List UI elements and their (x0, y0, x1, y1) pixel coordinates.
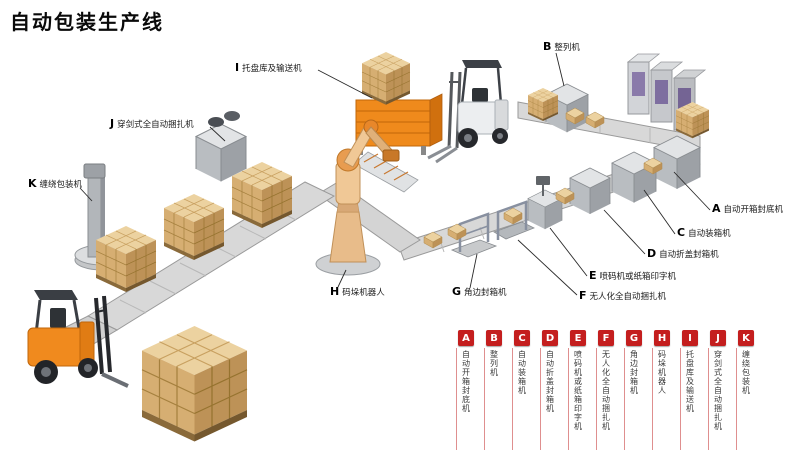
callout-H-letter: H (330, 285, 340, 298)
legend-rule (624, 348, 625, 450)
machine-J-strapper (195, 111, 247, 182)
callout-lines (79, 52, 711, 296)
stack-right-end (675, 101, 710, 139)
machine-F-strapper (493, 200, 535, 240)
callout-K-letter: K (28, 177, 37, 190)
palletizer-robot (315, 119, 400, 276)
legend-item-J: J 穿剑式全自动捆扎机 (704, 330, 732, 454)
forklift-white (427, 60, 509, 164)
callout-F-label: 无人化全自动捆扎机 (589, 292, 667, 302)
legend-rule (484, 348, 485, 450)
legend-item-D: D 自动折盖封箱机 (536, 330, 564, 454)
callout-I-letter: I (235, 61, 240, 74)
legend-rule (540, 348, 541, 450)
callout-J-letter: J (110, 117, 115, 130)
legend-label-I: 托盘库及输送机 (685, 350, 695, 413)
legend-rule (512, 348, 513, 450)
legend-rule (568, 348, 569, 450)
legend-label-G: 角边封箱机 (629, 350, 639, 395)
legend-label-E: 喷码机或纸箱印字机 (573, 350, 583, 431)
page-title: 自动包装生产线 (10, 10, 164, 34)
legend-label-J: 穿剑式全自动捆扎机 (713, 350, 723, 431)
legend-rule (736, 348, 737, 450)
callout-J-label: 穿剑式全自动捆扎机 (117, 120, 194, 130)
legend-item-F: F 无人化全自动捆扎机 (592, 330, 620, 454)
machine-D-flap-sealer (569, 167, 611, 215)
legend-item-I: I 托盘库及输送机 (676, 330, 704, 454)
callout-A-label: 自动开箱封底机 (723, 205, 784, 215)
legend-letter-K: K (738, 330, 754, 346)
pallet-stack-1 (95, 225, 157, 293)
legend-letter-B: B (486, 330, 502, 346)
legend-letter-I: I (682, 330, 698, 346)
pallet-stack-2 (163, 193, 225, 261)
legend-rule (456, 348, 457, 450)
callout-D-letter: D (647, 247, 657, 260)
legend-label-B: 整列机 (489, 350, 499, 377)
callout-E-label: 喷码机或纸箱印字机 (599, 272, 677, 282)
legend-letter-G: G (626, 330, 642, 346)
callout-K-label: 缠绕包装机 (39, 180, 83, 190)
legend-letter-H: H (654, 330, 670, 346)
legend: A 自动开箱封底机 B 整列机 C 自动装箱机 D 自动折盖封箱机 E 喷码机或… (452, 330, 760, 454)
legend-label-H: 码垛机器人 (657, 350, 667, 395)
legend-rule (708, 348, 709, 450)
legend-letter-D: D (542, 330, 558, 346)
finished-pallet-stack (141, 325, 248, 443)
legend-rule (652, 348, 653, 450)
stack-top-right (527, 87, 559, 122)
callout-I-label: 托盘库及输送机 (242, 64, 302, 74)
legend-label-A: 自动开箱封底机 (461, 350, 471, 413)
legend-letter-F: F (598, 330, 614, 346)
machine-E-inkjet-printer (527, 176, 563, 230)
pallet-stack-3 (231, 161, 293, 229)
legend-label-K: 缠绕包装机 (741, 350, 751, 395)
legend-item-H: H 码垛机器人 (648, 330, 676, 454)
callout-C-label: 自动装箱机 (688, 229, 731, 239)
legend-item-K: K 缠绕包装机 (732, 330, 760, 454)
callout-G-label: 角边封箱机 (464, 288, 507, 298)
legend-letter-J: J (710, 330, 726, 346)
legend-rule (680, 348, 681, 450)
legend-label-C: 自动装箱机 (517, 350, 527, 395)
machine-C-case-packer (611, 151, 657, 204)
forklift-orange (27, 290, 129, 388)
legend-item-E: E 喷码机或纸箱印字机 (564, 330, 592, 454)
callout-G-letter: G (452, 285, 462, 298)
legend-item-B: B 整列机 (480, 330, 508, 454)
legend-item-G: G 角边封箱机 (620, 330, 648, 454)
legend-letter-E: E (570, 330, 586, 346)
legend-label-F: 无人化全自动捆扎机 (601, 350, 611, 431)
callout-B-letter: B (543, 40, 552, 53)
callout-A-letter: A (712, 202, 721, 215)
callout-H-label: 码垛机器人 (342, 288, 385, 298)
legend-item-C: C 自动装箱机 (508, 330, 536, 454)
legend-rule (596, 348, 597, 450)
legend-letter-A: A (458, 330, 474, 346)
callout-C-letter: C (677, 226, 686, 239)
callout-D-label: 自动折盖封箱机 (659, 250, 719, 260)
callout-E-letter: E (589, 269, 597, 282)
legend-label-D: 自动折盖封箱机 (545, 350, 555, 413)
callout-B-label: 整列机 (554, 43, 580, 53)
legend-letter-C: C (514, 330, 530, 346)
callout-F-letter: F (579, 289, 587, 302)
legend-item-A: A 自动开箱封底机 (452, 330, 480, 454)
